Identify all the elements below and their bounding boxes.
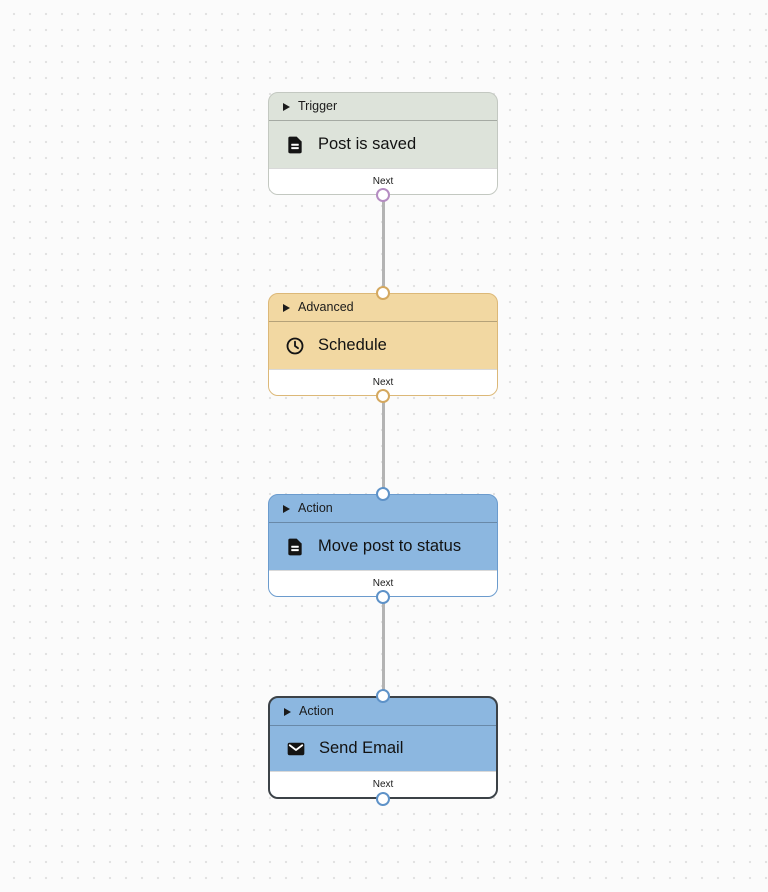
node-header[interactable]: Action [269, 495, 497, 523]
port-advanced-output[interactable] [375, 388, 390, 403]
port-action1-output[interactable] [375, 589, 390, 604]
node-title: Schedule [318, 336, 387, 355]
node-action-move-post-to-status[interactable]: Action Move post to status Next [268, 494, 498, 597]
node-action-send-email[interactable]: Action Send Email Next [268, 696, 498, 799]
edge-advanced-to-action1[interactable] [382, 396, 385, 494]
port-trigger-output[interactable] [375, 187, 390, 202]
next-output-label: Next [372, 577, 394, 589]
node-header[interactable]: Action [270, 698, 496, 726]
collapse-triangle-icon[interactable] [283, 303, 290, 312]
node-body[interactable]: Post is saved [269, 121, 497, 168]
next-output-label: Next [372, 778, 394, 790]
edge-trigger-to-advanced[interactable] [382, 195, 385, 293]
clock-icon [285, 336, 305, 356]
node-category-label: Action [299, 704, 334, 719]
node-body[interactable]: Move post to status [269, 523, 497, 570]
node-header[interactable]: Advanced [269, 294, 497, 322]
node-trigger-post-is-saved[interactable]: Trigger Post is saved Next [268, 92, 498, 195]
document-icon [285, 135, 305, 155]
node-category-label: Trigger [298, 99, 338, 114]
port-action2-input[interactable] [375, 688, 390, 703]
node-body[interactable]: Send Email [270, 726, 496, 771]
next-output-label: Next [372, 376, 394, 388]
node-category-label: Action [298, 501, 333, 516]
node-body[interactable]: Schedule [269, 322, 497, 369]
next-output-label: Next [372, 175, 394, 187]
node-advanced-schedule[interactable]: Advanced Schedule Next [268, 293, 498, 396]
port-action2-output[interactable] [375, 791, 390, 806]
node-title: Send Email [319, 739, 404, 758]
node-category-label: Advanced [298, 300, 354, 315]
node-title: Move post to status [318, 537, 462, 556]
port-advanced-input[interactable] [375, 285, 390, 300]
collapse-triangle-icon[interactable] [284, 707, 291, 716]
node-title: Post is saved [318, 135, 417, 154]
edge-action1-to-action2[interactable] [382, 597, 385, 696]
document-icon [285, 537, 305, 557]
node-header[interactable]: Trigger [269, 93, 497, 121]
collapse-triangle-icon[interactable] [283, 504, 290, 513]
port-action1-input[interactable] [375, 486, 390, 501]
envelope-icon [286, 739, 306, 759]
collapse-triangle-icon[interactable] [283, 102, 290, 111]
